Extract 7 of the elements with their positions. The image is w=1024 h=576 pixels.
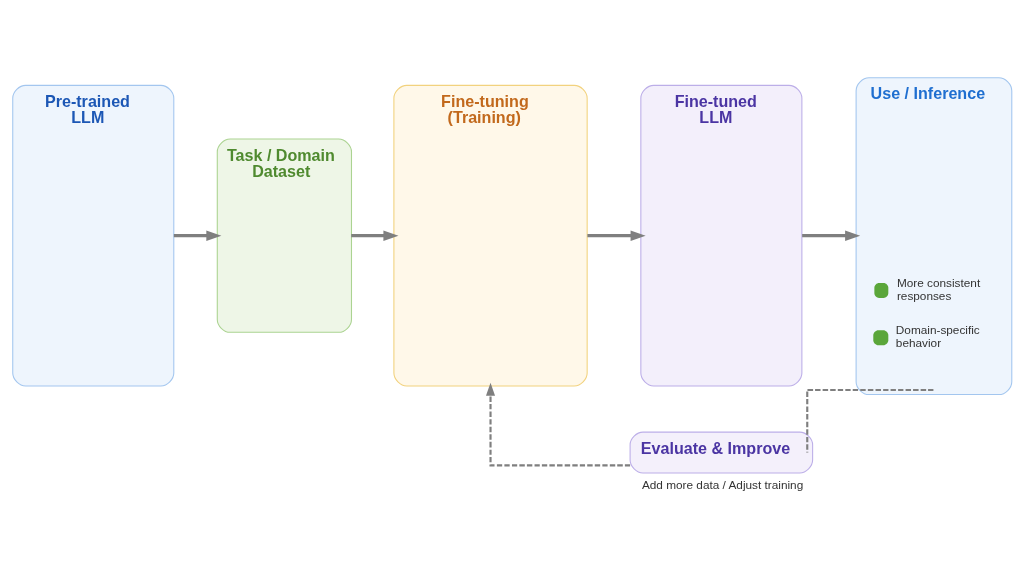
arrow: [351, 230, 399, 241]
arrow: [486, 382, 631, 467]
node-label: Add more data / Adjust training: [641, 477, 804, 492]
arrow: [173, 230, 222, 241]
connector: [806, 388, 934, 453]
arrow: [802, 230, 861, 241]
arrow: [587, 230, 646, 241]
